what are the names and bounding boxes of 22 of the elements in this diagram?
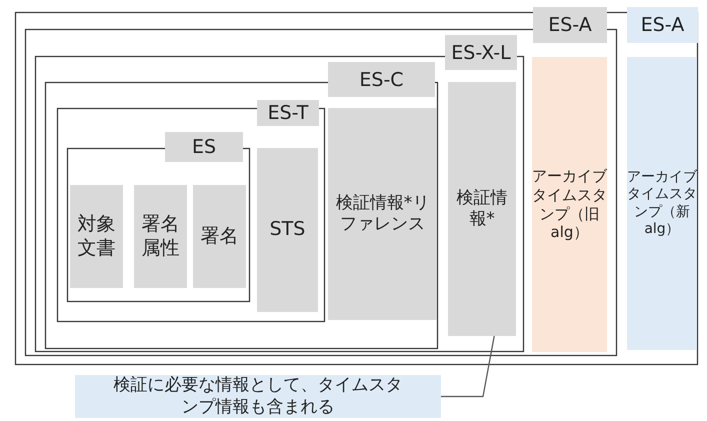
container-frame	[35, 35, 524, 352]
component-box: 検証情報*リファレンス	[328, 108, 437, 320]
component-box: STS	[257, 148, 318, 312]
container-frame	[15, 7, 698, 365]
container-frame	[25, 7, 617, 356]
container-frame	[67, 132, 250, 302]
frame-heading: ES-X-L	[445, 35, 517, 70]
frame-heading: ES	[165, 132, 243, 162]
frame-heading: ES-T	[257, 100, 319, 126]
container-frame	[45, 62, 438, 349]
frame-heading: ES-A	[627, 7, 698, 43]
component-box: アーカイブタイムスタンプ（旧alg）	[532, 57, 607, 352]
container-frame	[57, 100, 325, 322]
frame-heading: ES-C	[328, 62, 435, 97]
component-box: 署名属性	[134, 185, 187, 288]
leader-line	[441, 336, 495, 398]
component-box: 対象文書	[70, 185, 123, 288]
component-box: 署名	[193, 185, 246, 288]
component-box: アーカイブタイムスタンプ（新alg）	[627, 57, 697, 350]
component-box: 検証情報*	[448, 82, 516, 336]
note-box: 検証に必要な情報として、タイムスタンプ情報も含まれる	[75, 375, 441, 418]
frame-heading: ES-A	[533, 7, 607, 43]
